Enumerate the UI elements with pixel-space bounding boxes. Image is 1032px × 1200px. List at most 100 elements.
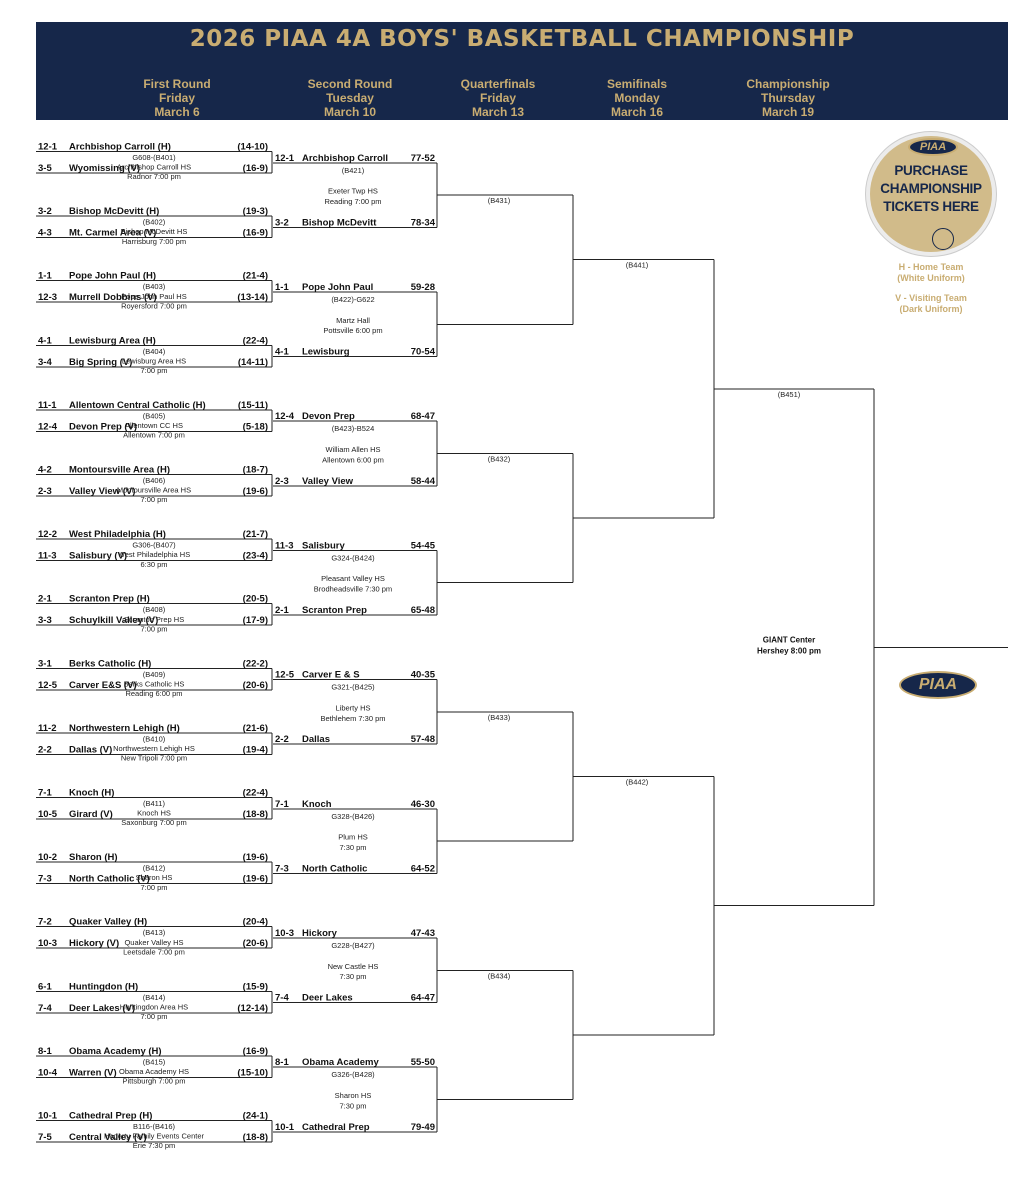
legend-line: H - Home Team (898, 262, 964, 272)
purchase-tickets-badge[interactable]: PIAA PURCHASE CHAMPIONSHIP TICKETS HERE (866, 132, 996, 256)
team-seed: 12-4 (38, 421, 58, 432)
team-seed: 10-4 (38, 1067, 58, 1078)
game-info: (B411) (143, 799, 165, 808)
team-record: (16-9) (243, 228, 268, 239)
team-name: Huntingdon (H) (69, 981, 138, 992)
team-name: North Catholic (V) (69, 874, 150, 885)
game-info: G608-(B401) (132, 153, 176, 162)
team-name: Carver E&S (V) (69, 680, 137, 691)
team-record: (13-14) (237, 292, 268, 303)
team-seed: 3-4 (38, 357, 52, 368)
team-record: (24-1) (243, 1111, 268, 1122)
team-name: Hickory (V) (69, 938, 119, 949)
game-info: (B412) (143, 864, 166, 873)
team-seed: 10-3 (275, 928, 294, 939)
game-info: (B403) (143, 282, 166, 291)
game-info: Pottsville 6:00 pm (323, 326, 382, 335)
team-seed: 7-1 (275, 799, 289, 810)
team-record: (15-10) (237, 1067, 268, 1078)
team-name: Cathedral Prep (302, 1122, 370, 1133)
team-seed: 12-5 (275, 670, 295, 681)
round-date: March 10 (323, 105, 377, 119)
game-info: (B410) (143, 734, 166, 743)
team-record: (15-11) (238, 400, 268, 411)
team-name: Allentown Central Catholic (H) (69, 400, 206, 411)
game-info: Allentown CC HS (125, 421, 183, 430)
team-name: North Catholic (302, 863, 367, 874)
game-score: 58-44 (411, 476, 436, 487)
team-name: Pope John Paul (H) (69, 271, 156, 282)
game-score: 77-52 (411, 153, 435, 164)
team-record: (16-9) (243, 1046, 268, 1057)
game-score: 68-47 (411, 411, 435, 422)
team-record: (18-8) (243, 1132, 268, 1143)
team-record: (18-8) (243, 809, 268, 820)
team-name: Northwestern Lehigh (H) (69, 723, 180, 734)
team-name: Dallas (V) (69, 744, 112, 755)
team-record: (14-10) (237, 142, 268, 153)
game-info: Exeter Twp HS (328, 187, 378, 196)
team-seed: 11-3 (38, 551, 57, 562)
game-info: G306-(B407) (132, 541, 176, 550)
ticket-line: CHAMPIONSHIP (880, 181, 982, 196)
round-name: Championship (746, 77, 830, 91)
game-info: (B413) (143, 928, 166, 937)
legend-home: H - Home Team (White Uniform) (866, 262, 996, 284)
round-header-championship: Championship Thursday March 19 (723, 77, 853, 119)
game-info: (B415) (143, 1057, 166, 1066)
team-seed: 7-3 (38, 874, 52, 885)
round-date: March 16 (610, 105, 664, 119)
game-info: Hagerty Family Events Center (104, 1132, 205, 1141)
game-info: Reading 7:00 pm (324, 197, 381, 206)
round-header-second: Second Round Tuesday March 10 (285, 77, 415, 119)
game-score: 57-48 (411, 734, 435, 745)
team-seed: 12-2 (38, 529, 57, 540)
game-info: Quaker Valley HS (124, 938, 183, 947)
team-name: Wyomissing (V) (69, 163, 140, 174)
game-info: Bishop McDevitt HS (121, 227, 188, 236)
game-info: Plum HS (338, 833, 368, 842)
game-info: Archbishop Carroll HS (117, 163, 191, 172)
round-name: First Round (143, 77, 211, 91)
game-info: G326-(B428) (331, 1070, 375, 1079)
team-name: Salisbury (302, 540, 345, 551)
team-record: (14-11) (238, 357, 268, 368)
championship-venue: GIANT Center (763, 635, 815, 644)
team-seed: 4-2 (38, 465, 52, 476)
team-name: Obama Academy (302, 1057, 379, 1068)
ticket-logo-text: PIAA (919, 141, 947, 153)
game-info: Knoch HS (137, 809, 171, 818)
team-name: Central Valley (V) (69, 1132, 147, 1143)
game-info: Allentown 6:00 pm (322, 455, 384, 464)
team-name: Big Spring (V) (69, 357, 132, 368)
game-info: Huntingdon Area HS (120, 1002, 188, 1011)
game-score: 46-30 (411, 799, 435, 810)
team-seed: 8-1 (275, 1057, 289, 1068)
header-banner: 2026 PIAA 4A BOYS' BASKETBALL CHAMPIONSH… (36, 22, 1008, 120)
game-info: Brodheadsville 7:30 pm (314, 585, 392, 594)
game-score: 54-45 (411, 540, 436, 551)
team-seed: 7-3 (275, 863, 289, 874)
team-name: Lewisburg (302, 347, 350, 358)
team-name: Carver E & S (302, 670, 360, 681)
game-score: 55-50 (411, 1057, 435, 1068)
team-name: Valley View (V) (69, 486, 135, 497)
team-seed: 8-1 (38, 1046, 52, 1057)
team-seed: 10-1 (275, 1122, 295, 1133)
round-name: Second Round (307, 77, 393, 91)
team-record: (19-6) (243, 852, 268, 863)
ticket-line: TICKETS HERE (883, 199, 979, 214)
team-record: (5-18) (243, 421, 268, 432)
team-name: Salisbury (V) (69, 551, 127, 562)
team-seed: 7-1 (38, 788, 52, 799)
game-score: 64-47 (411, 993, 435, 1004)
round-header-semifinals: Semifinals Monday March 16 (572, 77, 702, 119)
team-seed: 1-1 (275, 282, 289, 293)
team-seed: 7-5 (38, 1132, 52, 1143)
game-info: Saxonburg 7:00 pm (121, 818, 186, 827)
game-score: 65-48 (411, 605, 435, 616)
game-info: New Tripoli 7:00 pm (121, 754, 187, 763)
round-day: Friday (158, 91, 195, 105)
team-record: (20-4) (243, 917, 268, 928)
game-info: Lewisburg Area HS (122, 356, 186, 365)
